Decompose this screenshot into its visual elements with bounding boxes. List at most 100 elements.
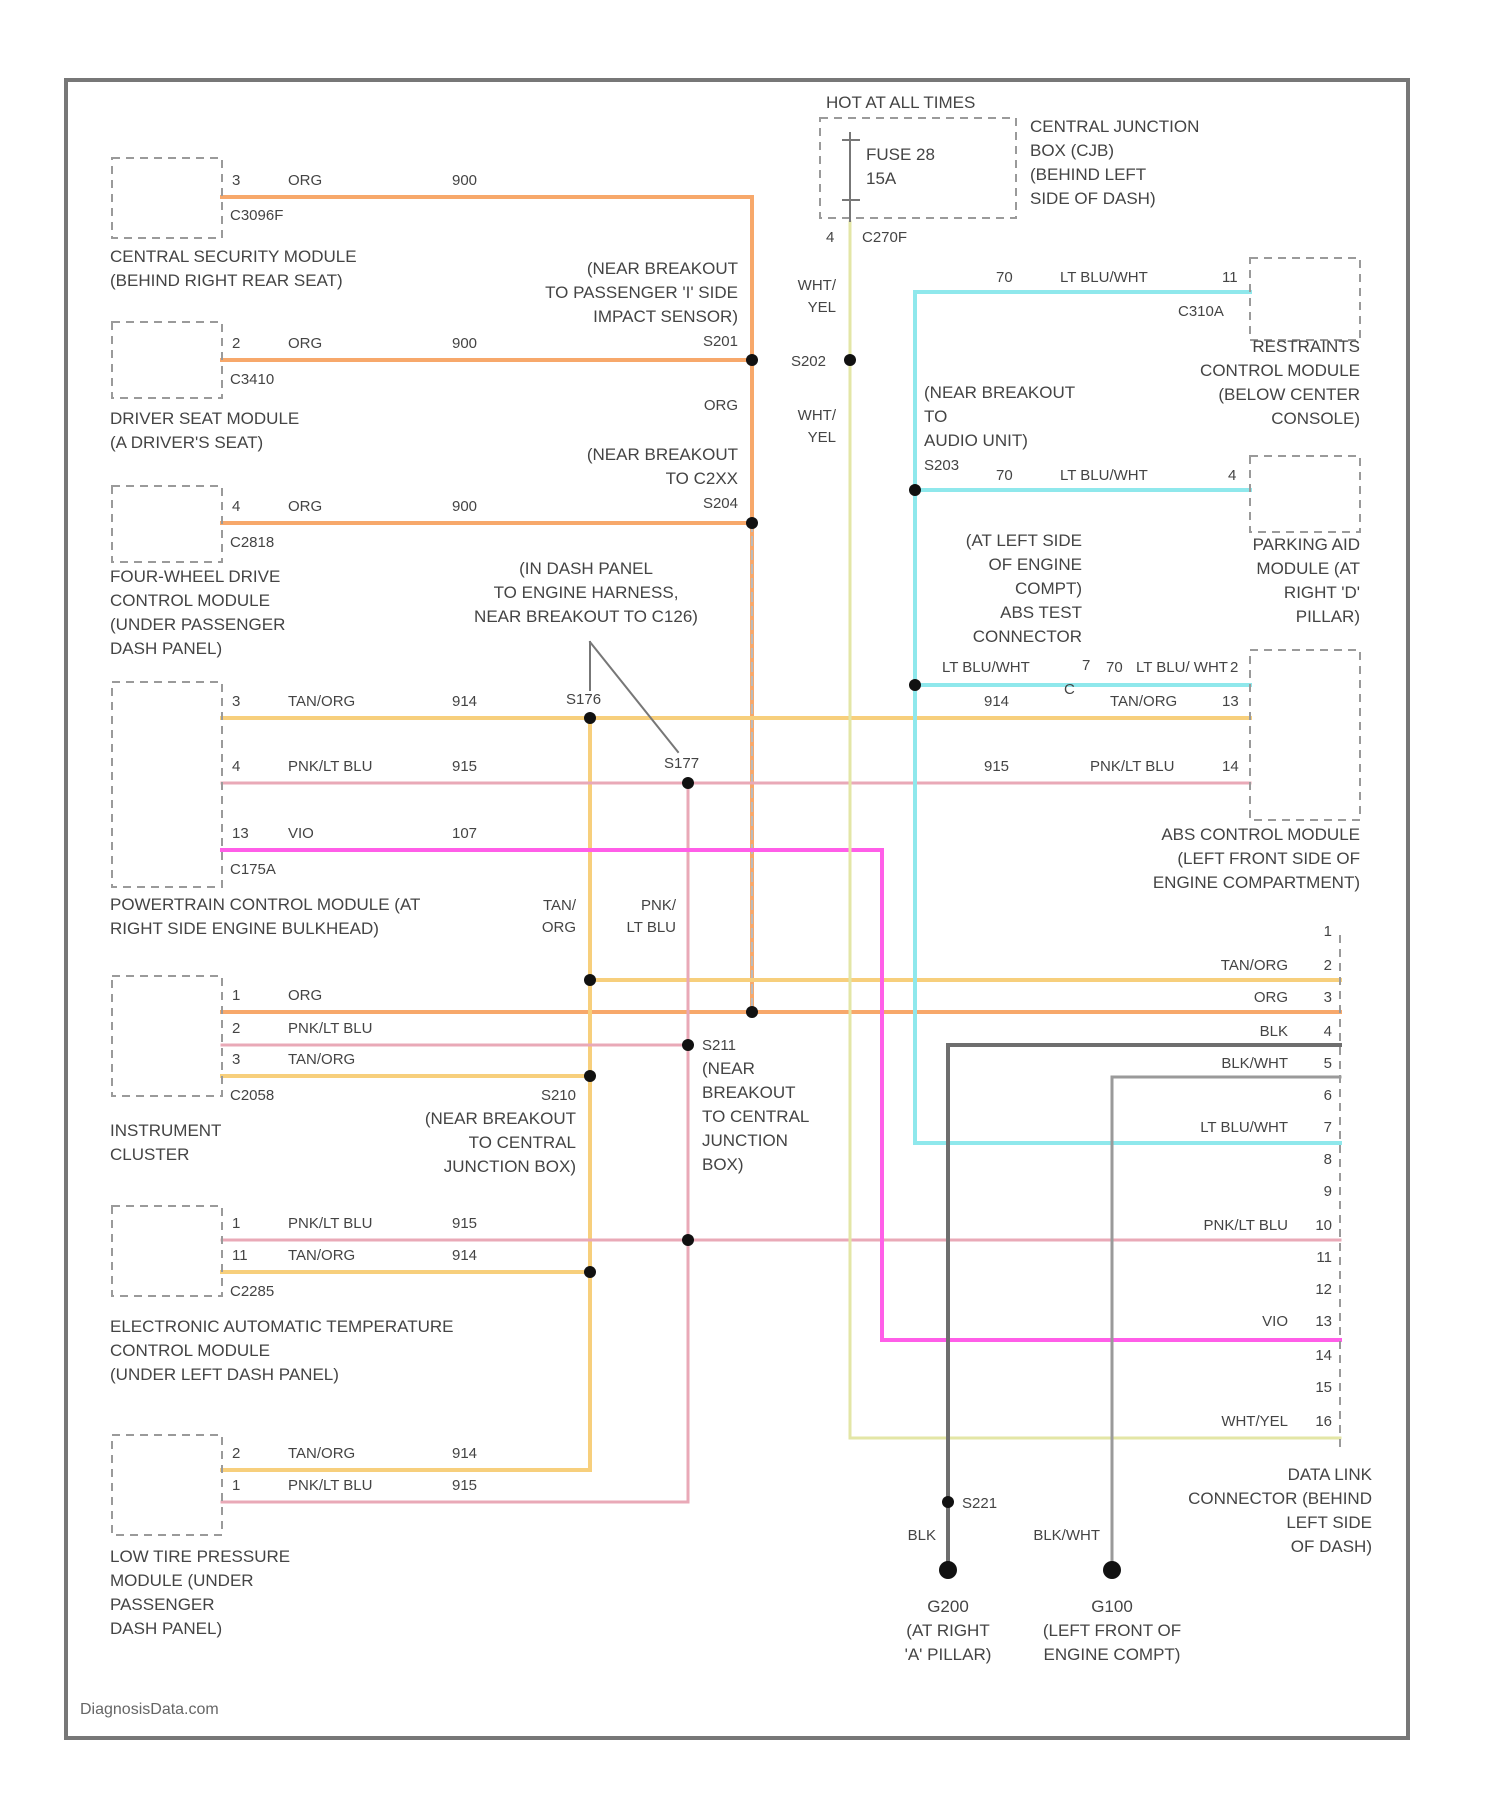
rcm-line-2: (BELOW CENTER (1218, 385, 1360, 404)
fwd-circuit: 900 (452, 498, 477, 515)
pcm-color-0: TAN/ORG (288, 693, 355, 710)
dsm-line-0: DRIVER SEAT MODULE (110, 409, 299, 428)
csm-pin: 3 (232, 172, 240, 189)
s204-line-0: (NEAR BREAKOUT (587, 445, 738, 464)
abs-test-pin-b: 2 (1230, 659, 1238, 676)
g100-line-0: (LEFT FRONT OF (1043, 1621, 1181, 1640)
dlc-pin-13: 13 (1315, 1313, 1332, 1330)
splice-pnk-eatc (682, 1234, 694, 1246)
splice-s211 (682, 1039, 694, 1051)
fuse-name: FUSE 28 (866, 145, 935, 164)
dsm-connector: C3410 (230, 371, 274, 388)
cjb-line-2: (BEHIND LEFT (1030, 165, 1146, 184)
splice-s177 (682, 777, 694, 789)
ground-g200 (939, 1561, 957, 1579)
s221-label: S221 (962, 1495, 997, 1512)
pcm-color-1: PNK/LT BLU (288, 758, 372, 775)
fwd-pin: 4 (232, 498, 240, 515)
splice-org-dlc (746, 1006, 758, 1018)
s210-line-2: JUNCTION BOX) (444, 1157, 576, 1176)
dlc-pin-7: 7 (1324, 1119, 1332, 1136)
splice-tan-dlc (584, 974, 596, 986)
labels: HOT AT ALL TIMES FUSE 28 15A CENTRAL JUN… (110, 93, 1373, 1664)
csm-line-1: (BEHIND RIGHT REAR SEAT) (110, 271, 343, 290)
abs-pin-1: 14 (1222, 758, 1239, 775)
pcm-connector: C175A (230, 861, 276, 878)
pcm-pin-2: 13 (232, 825, 249, 842)
pam-line-3: PILLAR) (1296, 607, 1360, 626)
fwd-line-3: DASH PANEL) (110, 639, 222, 658)
dlc-label-5: BLK/WHT (1221, 1055, 1288, 1072)
rcm-circuit: 70 (996, 269, 1013, 286)
pam-line-2: RIGHT 'D' (1284, 583, 1360, 602)
eatc-line-2: (UNDER LEFT DASH PANEL) (110, 1365, 339, 1384)
whtyel-tag-a-1: YEL (808, 299, 836, 316)
splice-s201 (746, 354, 758, 366)
abs-circuit-1: 915 (984, 758, 1009, 775)
dlc-pin-8: 8 (1324, 1151, 1332, 1168)
rcm-color: LT BLU/WHT (1060, 269, 1148, 286)
abs-circuit-0: 914 (984, 693, 1009, 710)
splice-s176 (584, 712, 596, 724)
splice-s202 (844, 354, 856, 366)
g200-id: G200 (927, 1597, 969, 1616)
s176-note-1: TO ENGINE HARNESS, (494, 583, 679, 602)
ltp-color-1: PNK/LT BLU (288, 1477, 372, 1494)
s201-line-2: IMPACT SENSOR) (593, 307, 738, 326)
dlc-label-10: PNK/LT BLU (1204, 1217, 1288, 1234)
abs-test-line-1: OF ENGINE (988, 555, 1082, 574)
dlc-line-2: LEFT SIDE (1286, 1513, 1372, 1532)
ltp-line-0: LOW TIRE PRESSURE (110, 1547, 290, 1566)
pcm-color-2: VIO (288, 825, 314, 842)
pam-circuit: 70 (996, 467, 1013, 484)
dsm-line-1: (A DRIVER'S SEAT) (110, 433, 263, 452)
whtyel-tag-b-0: WHT/ (798, 407, 837, 424)
dlc-line-1: CONNECTOR (BEHIND (1188, 1489, 1372, 1508)
ic-color-2: TAN/ORG (288, 1051, 355, 1068)
ic-line-0: INSTRUMENT (110, 1121, 221, 1140)
g200-line-0: (AT RIGHT (906, 1621, 989, 1640)
s210-line-1: TO CENTRAL (469, 1133, 576, 1152)
ic-line-1: CLUSTER (110, 1145, 189, 1164)
ic-connector: C2058 (230, 1087, 274, 1104)
dlc-label-2: TAN/ORG (1221, 957, 1288, 974)
s204-line-1: TO C2XX (666, 469, 738, 488)
dlc-label-13: VIO (1262, 1313, 1288, 1330)
csm-color: ORG (288, 172, 322, 189)
eatc-color-0: PNK/LT BLU (288, 1215, 372, 1232)
eatc-box (112, 1206, 222, 1296)
ltp-pin-1: 1 (232, 1477, 240, 1494)
pcm-circuit-0: 914 (452, 693, 477, 710)
s201-label: S201 (703, 333, 738, 350)
eatc-connector: C2285 (230, 1283, 274, 1300)
blk-tag: BLK (908, 1527, 936, 1544)
pam-pin: 4 (1228, 467, 1236, 484)
ltp-line-1: MODULE (UNDER (110, 1571, 254, 1590)
dlc-pin-1: 1 (1324, 923, 1332, 940)
dsm-pin: 2 (232, 335, 240, 352)
org-vertical-tag: ORG (704, 397, 738, 414)
abs-line-2: ENGINE COMPARTMENT) (1153, 873, 1360, 892)
eatc-line-1: CONTROL MODULE (110, 1341, 270, 1360)
fwd-line-0: FOUR-WHEEL DRIVE (110, 567, 280, 586)
dlc-pin-2: 2 (1324, 957, 1332, 974)
rcm-box (1250, 258, 1360, 340)
dlc-pin-4: 4 (1324, 1023, 1332, 1040)
s211-line-2: TO CENTRAL (702, 1107, 809, 1126)
dlc-label-7: LT BLU/WHT (1200, 1119, 1288, 1136)
dlc-line-3: OF DASH) (1291, 1537, 1372, 1556)
ic-color-0: ORG (288, 987, 322, 1004)
s177-label: S177 (664, 755, 699, 772)
pam-box (1250, 456, 1360, 532)
pcm-line-0: POWERTRAIN CONTROL MODULE (AT (110, 895, 420, 914)
note-pointer (590, 642, 678, 752)
dsm-circuit: 900 (452, 335, 477, 352)
splice-s210 (584, 1070, 596, 1082)
csm-line-0: CENTRAL SECURITY MODULE (110, 247, 357, 266)
s211-line-3: JUNCTION (702, 1131, 788, 1150)
blkwht-tag: BLK/WHT (1033, 1527, 1100, 1544)
ic-pin-0: 1 (232, 987, 240, 1004)
dlc-label-4: BLK (1260, 1023, 1288, 1040)
dlc-pin-15: 15 (1315, 1379, 1332, 1396)
dlc-pin-11: 11 (1316, 1249, 1332, 1266)
